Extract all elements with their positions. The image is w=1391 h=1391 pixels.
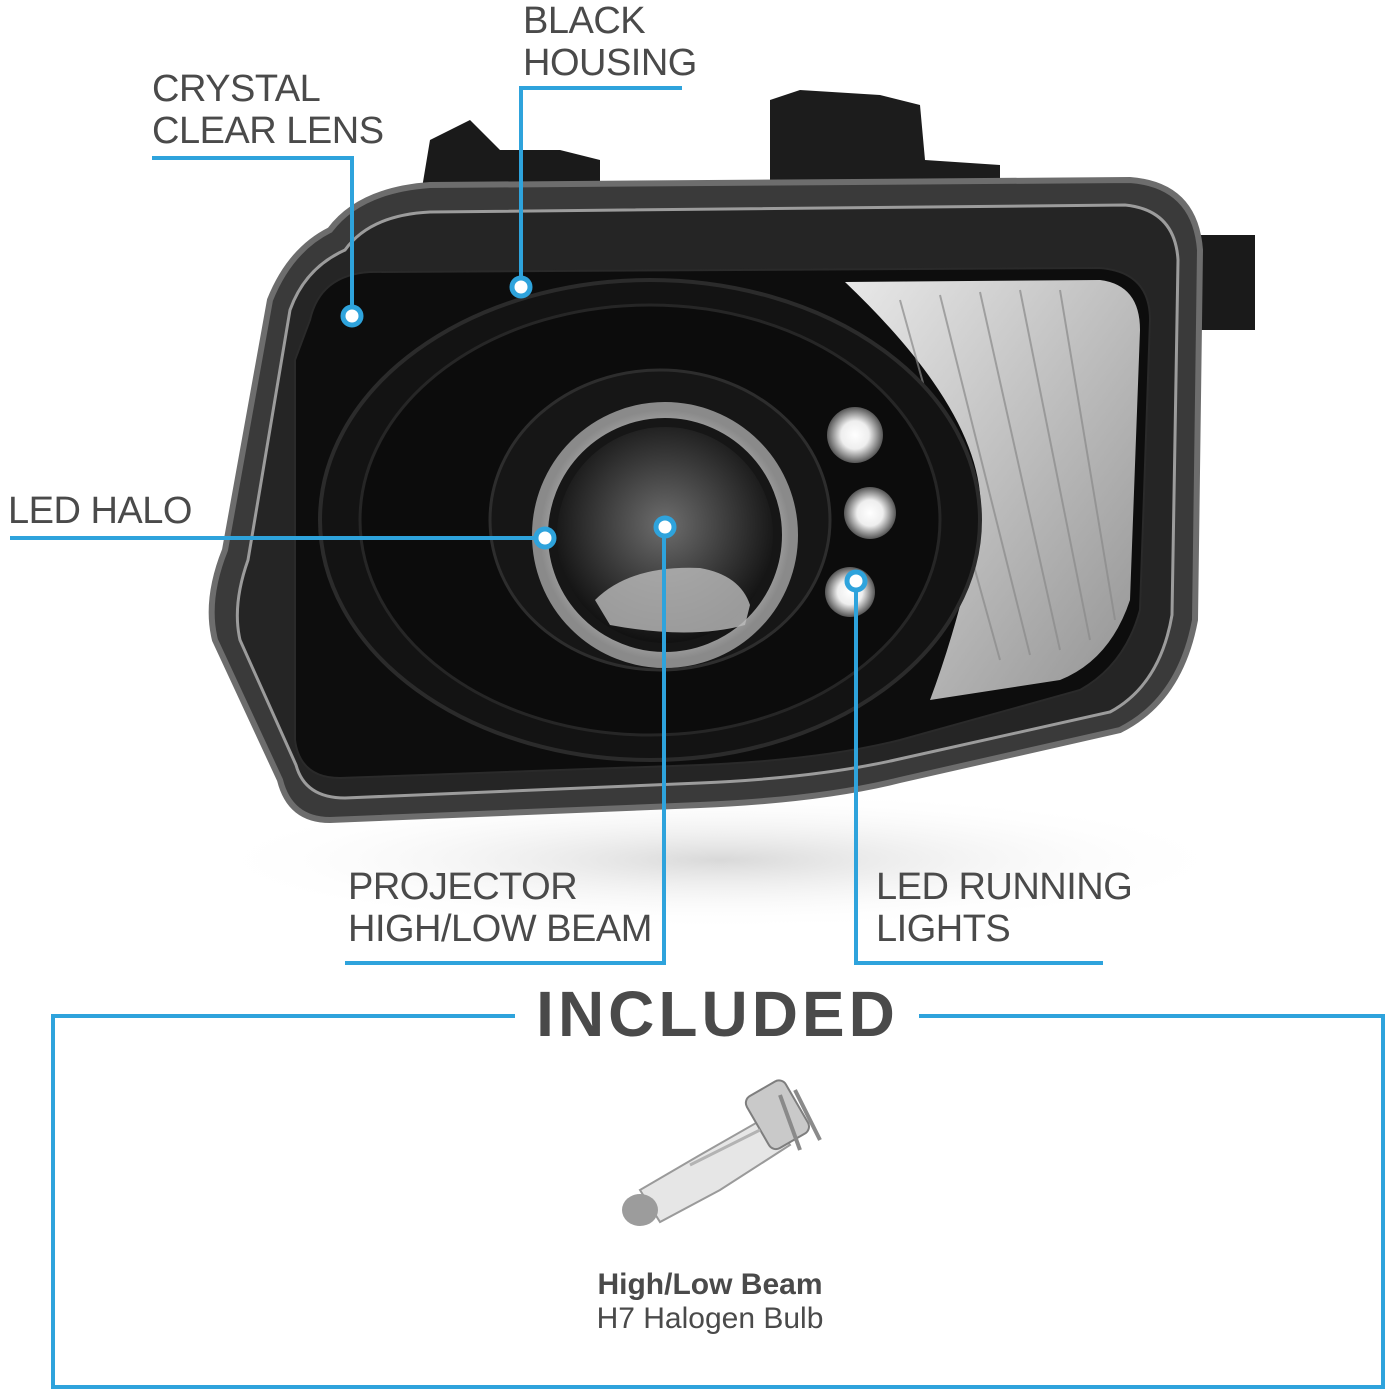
reflector-ribs <box>899 289 1116 661</box>
bulb-caption-title: High/Low Beam <box>597 1268 823 1301</box>
callout-projector: PROJECTOR HIGH/LOW BEAM <box>348 866 652 950</box>
marker-black-housing <box>509 275 533 299</box>
callout-projector-line1: PROJECTOR <box>348 866 578 908</box>
mounting-bracket-left <box>420 120 600 200</box>
marker-led-halo <box>533 526 557 550</box>
callout-crystal-line1: CRYSTAL <box>152 68 321 110</box>
bulb-caption-subtitle: H7 Halogen Bulb <box>596 1302 824 1335</box>
floor-shadow <box>200 790 1240 930</box>
connector-crystal-lens <box>152 156 354 315</box>
included-frame-left <box>51 1014 1385 1389</box>
corner-reflector <box>845 280 1140 700</box>
bulb-caption: High/Low Beam H7 Halogen Bulb <box>520 1268 900 1336</box>
callout-projector-line2: HIGH/LOW BEAM <box>348 908 652 950</box>
mounting-bracket-right <box>770 90 1000 200</box>
callout-housing-line1: BLACK <box>523 0 646 42</box>
callout-running-line1: LED RUNNING <box>876 866 1133 908</box>
callout-crystal-clear-lens: CRYSTAL CLEAR LENS <box>152 68 384 152</box>
connector-projector <box>345 527 666 965</box>
connector-black-housing <box>519 86 682 287</box>
h7-bulb-illustration <box>622 1079 822 1226</box>
callout-led-running: LED RUNNING LIGHTS <box>876 866 1133 950</box>
marker-crystal-lens <box>340 304 364 328</box>
callout-halo-line1: LED HALO <box>8 490 192 532</box>
callout-housing-line2: HOUSING <box>523 42 697 84</box>
projector-reflection <box>595 567 750 633</box>
callout-running-line2: LIGHTS <box>876 908 1011 950</box>
led-light-2 <box>844 487 896 539</box>
callout-led-halo: LED HALO <box>8 490 192 532</box>
callout-black-housing: BLACK HOUSING <box>523 0 697 84</box>
connector-led-running <box>854 580 1103 965</box>
led-light-1 <box>827 407 883 463</box>
included-heading: INCLUDED <box>536 978 899 1050</box>
marker-led-running <box>844 569 868 593</box>
marker-projector <box>653 515 677 539</box>
callout-crystal-line2: CLEAR LENS <box>152 110 384 152</box>
